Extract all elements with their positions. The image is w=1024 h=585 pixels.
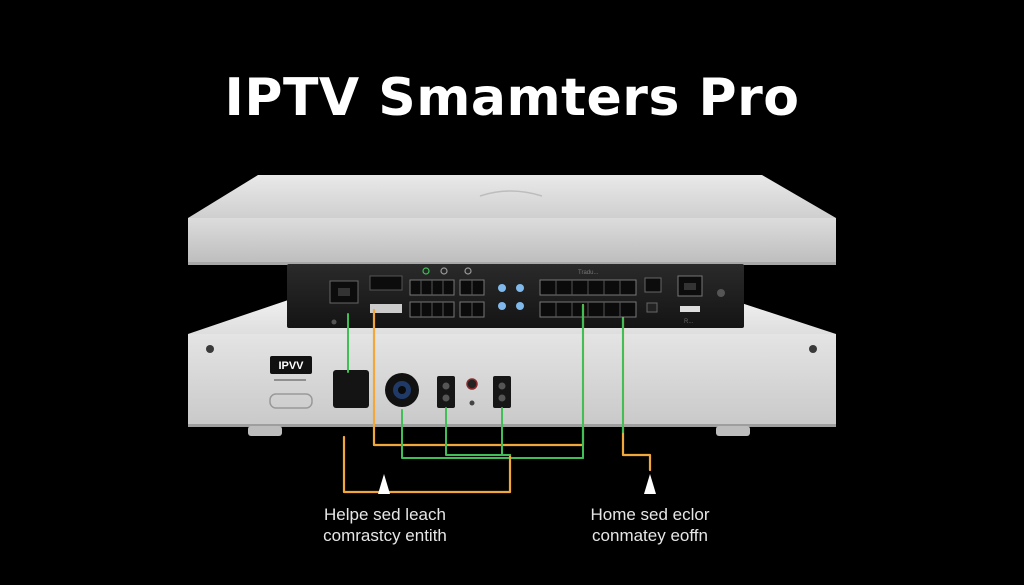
screw-icon	[206, 345, 214, 353]
port-bank-left	[409, 279, 485, 318]
usb-port	[370, 304, 402, 313]
caption-right-line1: Home sed eclor	[590, 505, 710, 524]
caption-left: Helpe sed leach comrastcy entith	[300, 504, 470, 546]
lid-logo-icon	[479, 190, 543, 197]
status-led-icon	[498, 284, 506, 292]
port-bank-right	[539, 279, 637, 318]
power-led	[466, 378, 478, 390]
svg-text:R...: R...	[684, 319, 694, 325]
rear-panel: Tradu... R...	[287, 264, 744, 328]
front-badge-text: IPVV	[278, 360, 304, 372]
status-led-icon	[498, 302, 506, 310]
top-lid	[188, 175, 836, 265]
status-led-icon	[516, 302, 524, 310]
caption-left-line1: Helpe sed leach	[324, 505, 446, 524]
cable-green-a	[401, 409, 584, 459]
caption-right-line2: conmatey eoffn	[592, 526, 708, 545]
caption-right: Home sed eclor conmatey eoffn	[565, 504, 735, 546]
page-title: IPTV Smamters Pro	[224, 68, 800, 128]
rear-top-label: Tradu...	[578, 270, 599, 276]
front-port-square	[333, 370, 369, 408]
screw-icon	[809, 345, 817, 353]
front-jack-b	[493, 376, 511, 408]
status-led-icon	[516, 284, 524, 292]
arrow-up-icon	[378, 474, 390, 494]
front-button[interactable]	[269, 393, 313, 409]
front-jack-a	[437, 376, 455, 408]
caption-left-line2: comrastcy entith	[323, 526, 447, 545]
foot-right	[716, 426, 750, 436]
foot-left	[248, 426, 282, 436]
arrow-up-icon	[644, 474, 656, 494]
front-badge	[270, 356, 312, 374]
cables	[342, 303, 652, 494]
